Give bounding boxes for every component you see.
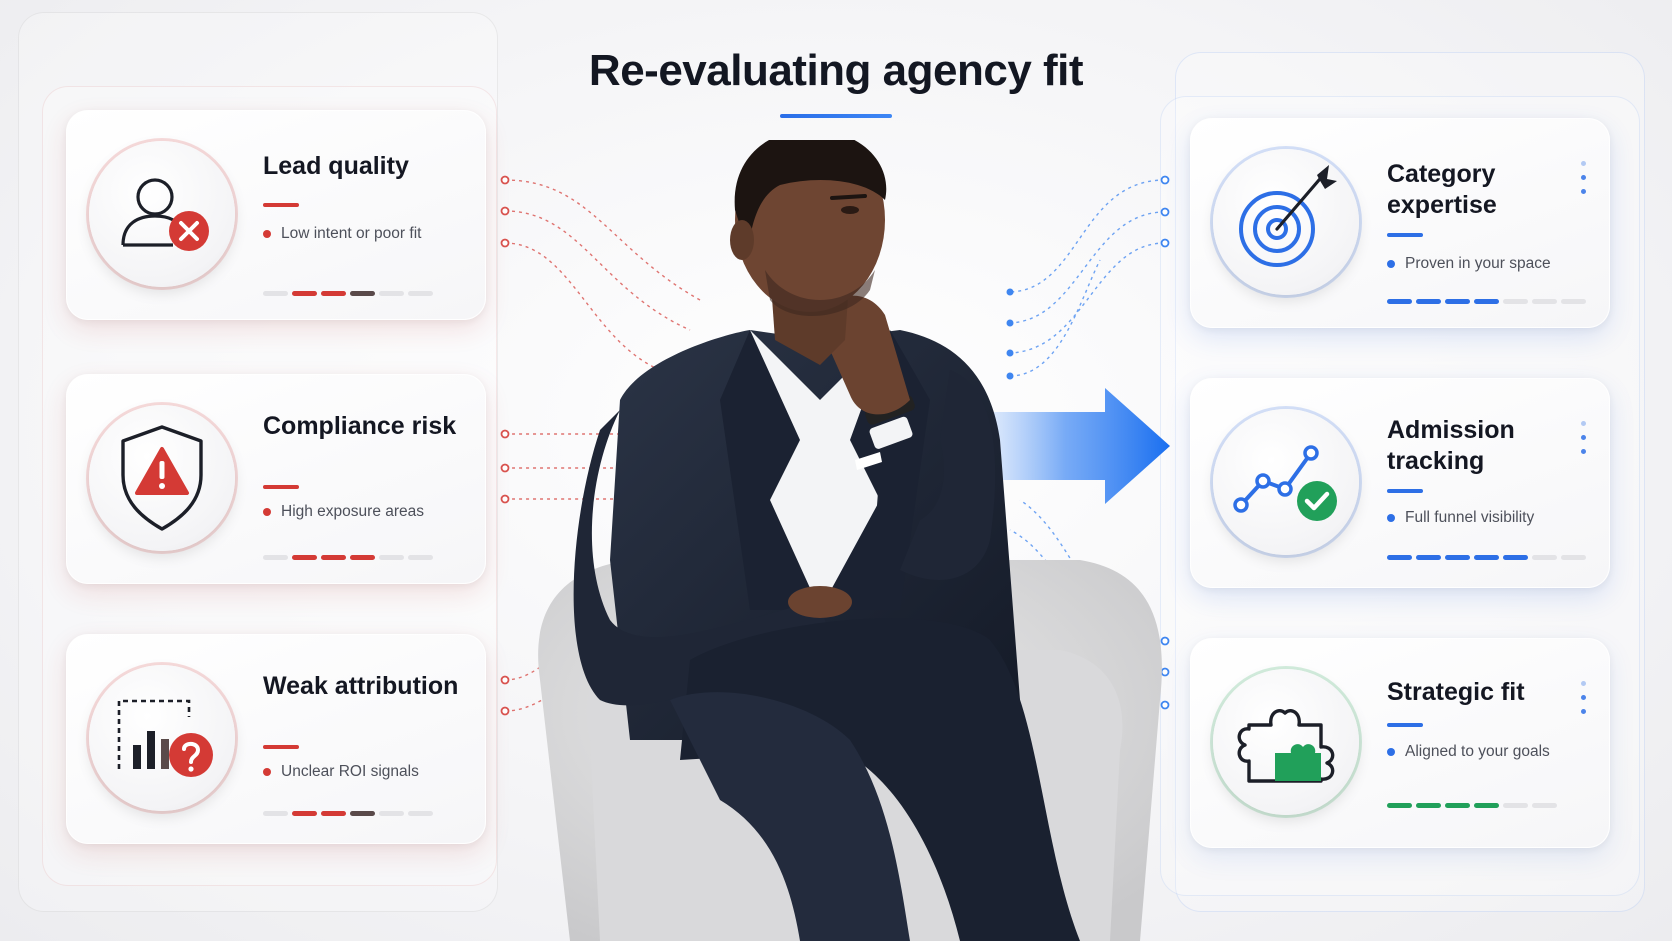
meter-segment <box>408 555 433 560</box>
meter-segment <box>350 811 375 816</box>
meter-segment <box>379 291 404 296</box>
card-title: Strategic fit <box>1387 678 1525 706</box>
card-title: Admission tracking <box>1387 416 1515 475</box>
meter-segment <box>1445 299 1470 304</box>
card-detail: Low intent or poor fit <box>263 225 483 243</box>
meter-segment <box>350 291 375 296</box>
meter-segment <box>1561 555 1586 560</box>
puzzle-piece-icon <box>1213 669 1359 815</box>
meter-segment <box>1503 803 1528 808</box>
card-weak-attribution[interactable]: Weak attribution Unclear ROI signals <box>66 634 486 844</box>
card-detail: Full funnel visibility <box>1387 509 1607 527</box>
page-title: Re-evaluating agency fit <box>588 46 1084 95</box>
meter-segment <box>379 811 404 816</box>
meter-segment <box>292 555 317 560</box>
score-meter <box>263 811 433 816</box>
meter-segment <box>263 291 288 296</box>
transition-arrow <box>960 388 1170 504</box>
card-strategic-fit[interactable]: Strategic fit Aligned to your goals <box>1190 638 1610 848</box>
card-admission-tracking[interactable]: Admission tracking Full funnel visibilit… <box>1190 378 1610 588</box>
meter-segment <box>321 291 346 296</box>
card-accent-dash <box>1387 489 1423 493</box>
thinking-businessman-illustration <box>538 140 1162 941</box>
card-category-expertise[interactable]: Category expertise Proven in your space <box>1190 118 1610 328</box>
more-options-icon[interactable] <box>1581 421 1587 465</box>
meter-segment <box>1387 555 1412 560</box>
card-detail: Aligned to your goals <box>1387 743 1607 761</box>
meter-segment <box>292 811 317 816</box>
target-dart-icon <box>1213 149 1359 295</box>
meter-segment <box>408 291 433 296</box>
more-options-icon[interactable] <box>1581 681 1587 725</box>
user-x-icon <box>89 141 235 287</box>
card-compliance-risk[interactable]: Compliance risk High exposure areas <box>66 374 486 584</box>
line-chart-check-icon <box>1213 409 1359 555</box>
meter-segment <box>1474 299 1499 304</box>
meter-segment <box>1561 299 1586 304</box>
meter-segment <box>1532 803 1557 808</box>
card-title: Lead quality <box>263 152 409 180</box>
card-accent-dash <box>263 745 299 749</box>
bar-chart-question-icon <box>89 665 235 811</box>
score-meter <box>1387 555 1586 560</box>
card-accent-dash <box>1387 233 1423 237</box>
meter-segment <box>350 555 375 560</box>
card-accent-dash <box>263 485 299 489</box>
meter-segment <box>1503 299 1528 304</box>
card-title: Category expertise <box>1387 160 1497 219</box>
meter-segment <box>263 811 288 816</box>
meter-segment <box>1387 803 1412 808</box>
meter-segment <box>1416 803 1441 808</box>
meter-segment <box>263 555 288 560</box>
card-title: Compliance risk <box>263 412 457 440</box>
meter-segment <box>1416 299 1441 304</box>
meter-segment <box>1532 299 1557 304</box>
meter-segment <box>292 291 317 296</box>
score-meter <box>1387 803 1557 808</box>
meter-segment <box>1503 555 1528 560</box>
meter-segment <box>408 811 433 816</box>
score-meter <box>1387 299 1586 304</box>
card-detail: High exposure areas <box>263 503 483 521</box>
meter-segment <box>1532 555 1557 560</box>
meter-segment <box>321 811 346 816</box>
score-meter <box>263 291 433 296</box>
title-underline <box>780 114 892 118</box>
meter-segment <box>1445 555 1470 560</box>
meter-segment <box>1474 555 1499 560</box>
meter-segment <box>1387 299 1412 304</box>
more-options-icon[interactable] <box>1581 161 1587 205</box>
card-detail: Unclear ROI signals <box>263 763 483 781</box>
shield-warning-icon <box>89 405 235 551</box>
meter-segment <box>321 555 346 560</box>
meter-segment <box>1474 803 1499 808</box>
meter-segment <box>1445 803 1470 808</box>
meter-segment <box>1416 555 1441 560</box>
card-title: Weak attribution <box>263 672 459 700</box>
card-lead-quality[interactable]: Lead quality Low intent or poor fit <box>66 110 486 320</box>
card-detail: Proven in your space <box>1387 255 1607 273</box>
score-meter <box>263 555 433 560</box>
meter-segment <box>379 555 404 560</box>
card-accent-dash <box>1387 723 1423 727</box>
card-accent-dash <box>263 203 299 207</box>
